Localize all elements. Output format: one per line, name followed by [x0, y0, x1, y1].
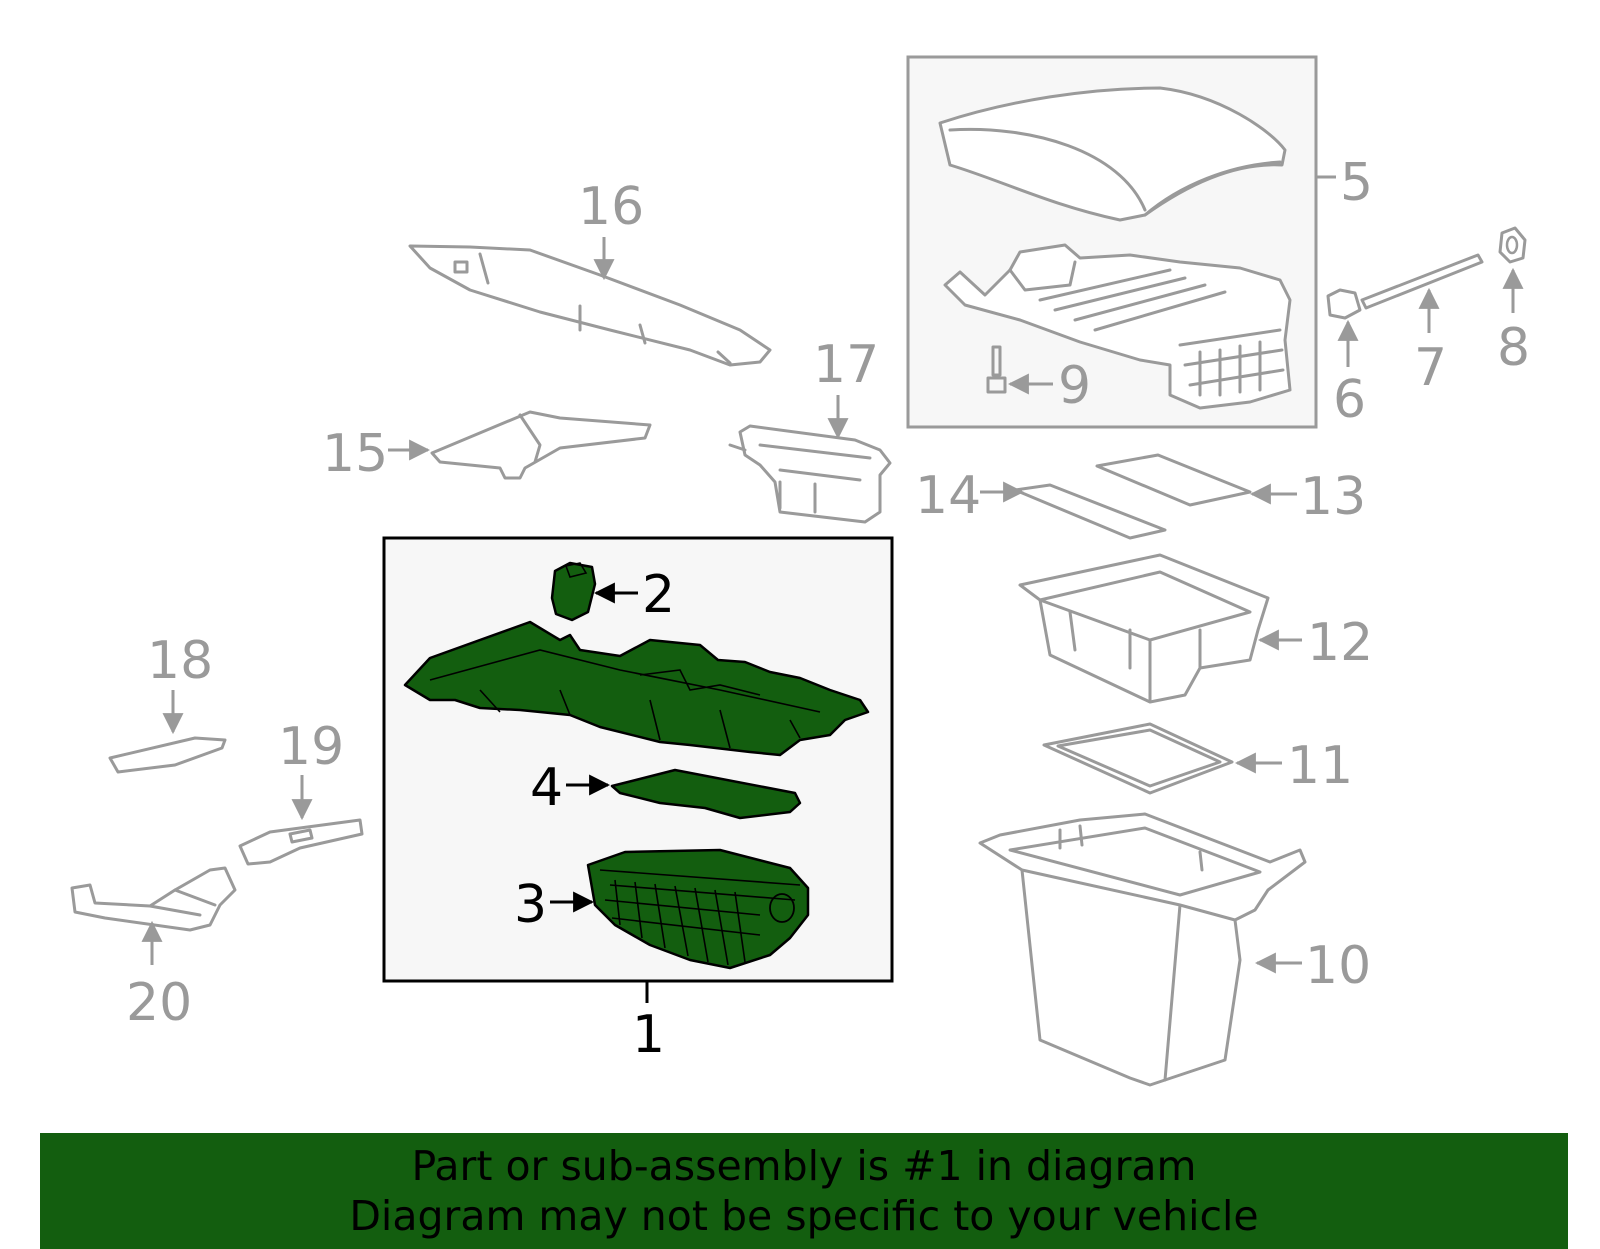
callout-9: 9	[1058, 356, 1091, 416]
part-13-mat	[1095, 453, 1252, 507]
part-1-subassembly	[382, 536, 894, 1003]
callout-14: 14	[915, 466, 981, 526]
callout-13: 13	[1300, 467, 1366, 527]
callout-17: 17	[813, 335, 879, 395]
callout-8: 8	[1497, 318, 1530, 378]
callout-16: 16	[578, 177, 644, 237]
part-11-mat	[1042, 722, 1234, 795]
part-5-armrest-assembly	[906, 55, 1318, 429]
callout-19: 19	[278, 717, 344, 777]
callout-5: 5	[1340, 153, 1373, 213]
callout-7: 7	[1414, 338, 1447, 398]
part-16-trim-panel	[408, 244, 772, 367]
callout-arrows	[141, 237, 1524, 974]
callout-12: 12	[1307, 613, 1373, 673]
part-18-plate	[108, 736, 227, 774]
callout-4: 4	[530, 758, 563, 818]
part-1-console-panel	[403, 620, 870, 757]
part-4-plate	[610, 768, 802, 820]
part-3-storage-bin	[586, 848, 810, 970]
part-8-nut	[1498, 226, 1527, 264]
callout-labels: 1 2 3 4 5 6 7 8 9 10 11 12 13 14 15 16 1…	[126, 153, 1530, 1065]
part-17-bracket	[728, 424, 892, 524]
callout-15: 15	[322, 424, 388, 484]
callout-20: 20	[126, 973, 192, 1033]
part-7-rod	[1360, 253, 1484, 310]
info-banner: Part or sub-assembly is #1 in diagram Di…	[40, 1133, 1568, 1249]
part-15-trim-piece	[430, 410, 652, 480]
part-6-clip	[1326, 288, 1362, 320]
part-12-tray	[1018, 553, 1270, 704]
banner-line-1: Part or sub-assembly is #1 in diagram	[411, 1142, 1197, 1190]
part-10-bin	[978, 812, 1307, 1087]
callout-1: 1	[632, 1005, 665, 1065]
banner-line-2: Diagram may not be specific to your vehi…	[349, 1192, 1259, 1240]
callout-11: 11	[1287, 736, 1353, 796]
part-14-pad	[1013, 483, 1167, 540]
callout-3: 3	[514, 875, 547, 935]
callout-2: 2	[642, 565, 675, 625]
callout-10: 10	[1305, 936, 1371, 996]
callout-6: 6	[1333, 370, 1366, 430]
callout-18: 18	[147, 631, 213, 691]
part-20-bracket	[70, 866, 237, 932]
part-19-plate	[238, 818, 364, 866]
part-2-knob	[550, 561, 597, 622]
